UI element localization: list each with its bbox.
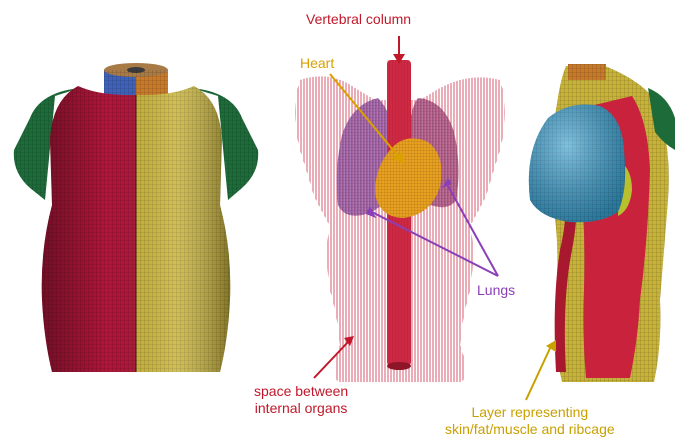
side-cut-torso-model	[529, 64, 675, 382]
heart-label: Heart	[300, 55, 334, 72]
space-label-line1: space between	[254, 383, 348, 400]
internal-organs-model	[295, 60, 505, 382]
space-label-line2: internal organs	[254, 400, 348, 417]
vertebral-column-label: Vertebral column	[306, 11, 411, 28]
front-torso-model	[14, 63, 258, 372]
lungs-label: Lungs	[477, 282, 515, 299]
layer-label: Layer representing skin/fat/muscle and r…	[445, 404, 615, 438]
layer-arrow	[526, 344, 552, 400]
layer-label-line2: skin/fat/muscle and ribcage	[445, 421, 615, 438]
space-label: space between internal organs	[254, 383, 348, 417]
layer-label-line1: Layer representing	[445, 404, 615, 421]
